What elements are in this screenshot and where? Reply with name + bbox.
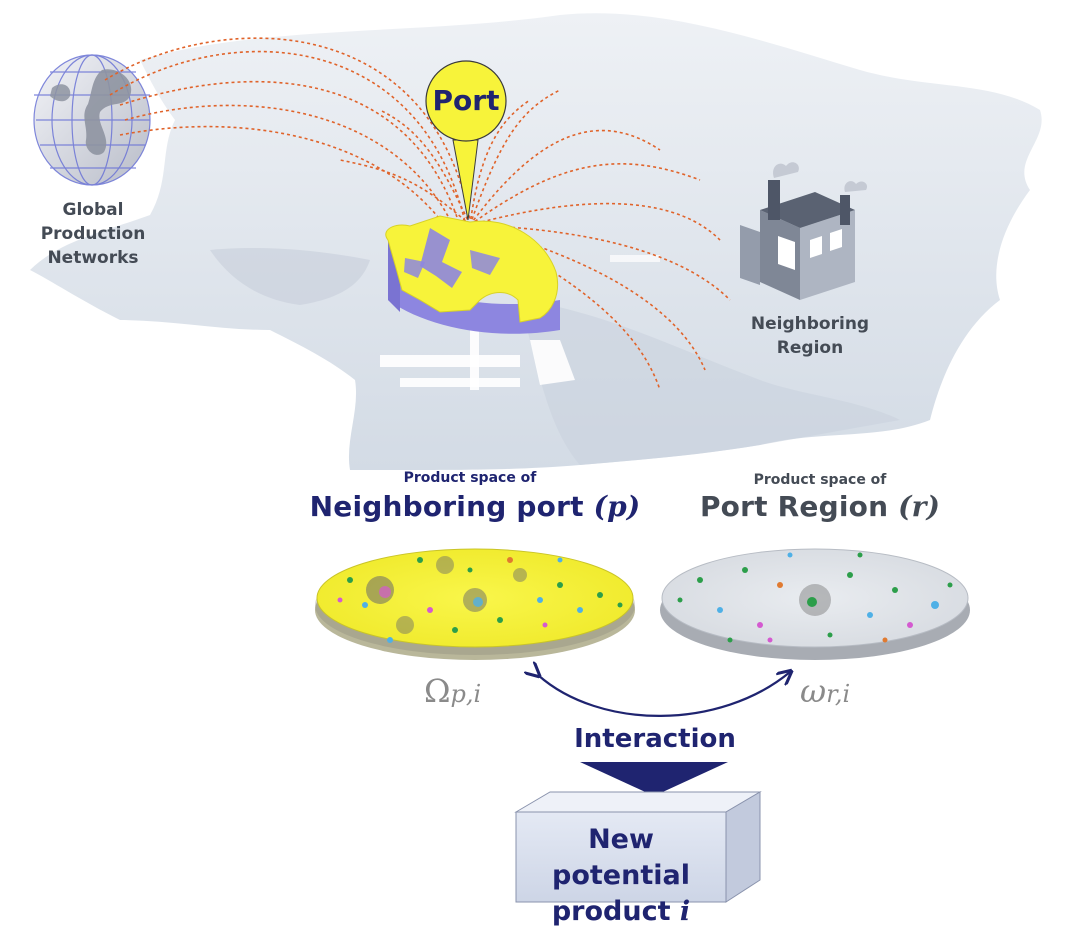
global-networks-label: Global Production Networks bbox=[28, 198, 158, 270]
omega-upper-symbol: Ω bbox=[424, 672, 451, 710]
global-line-3: Networks bbox=[47, 248, 139, 268]
omega-upper-label: Ωp,i bbox=[424, 672, 481, 710]
network-nodes-port bbox=[337, 556, 623, 643]
network-nodes-region bbox=[677, 552, 953, 643]
omega-lower-symbol: ω bbox=[800, 672, 827, 710]
global-line-2: Production bbox=[40, 224, 146, 244]
global-line-1: Global bbox=[62, 200, 124, 220]
down-arrow-icon bbox=[580, 762, 728, 796]
omega-lower-sub: r,i bbox=[826, 680, 851, 708]
box-line-2-text: product bbox=[551, 896, 671, 927]
product-box bbox=[514, 791, 762, 903]
interaction-label: Interaction bbox=[574, 724, 736, 754]
port-label: Port bbox=[432, 84, 500, 117]
ps-right-var: (r) bbox=[898, 490, 941, 523]
product-space-disc-port bbox=[315, 548, 635, 660]
ps-right-small: Product space of bbox=[753, 472, 887, 488]
port-region-shape bbox=[385, 215, 560, 334]
new-product-label: New potential product i bbox=[516, 822, 726, 930]
ps-left-big: Neighboring port bbox=[309, 490, 584, 523]
ps-left-var: (p) bbox=[593, 490, 641, 523]
region-line-2: Region bbox=[776, 338, 844, 358]
port-pin-icon bbox=[425, 60, 507, 221]
product-space-disc-region bbox=[660, 548, 970, 660]
omega-upper-sub: p,i bbox=[450, 680, 482, 708]
omega-lower-label: ωr,i bbox=[800, 672, 850, 710]
box-line-1: New potential bbox=[552, 824, 690, 891]
neighboring-region-label: Neighboring Region bbox=[735, 312, 885, 360]
factory-icon bbox=[740, 162, 868, 300]
region-line-1: Neighboring bbox=[750, 314, 870, 334]
ps-left-small: Product space of bbox=[403, 470, 537, 486]
box-var: i bbox=[679, 896, 691, 927]
interaction-arc bbox=[538, 672, 790, 717]
globe-icon bbox=[33, 54, 151, 186]
box-line-2: product i bbox=[516, 894, 726, 930]
ps-right-big: Port Region bbox=[699, 490, 889, 523]
ps-left-title: Neighboring port (p) bbox=[300, 490, 650, 523]
ps-right-title: Port Region (r) bbox=[670, 490, 970, 523]
